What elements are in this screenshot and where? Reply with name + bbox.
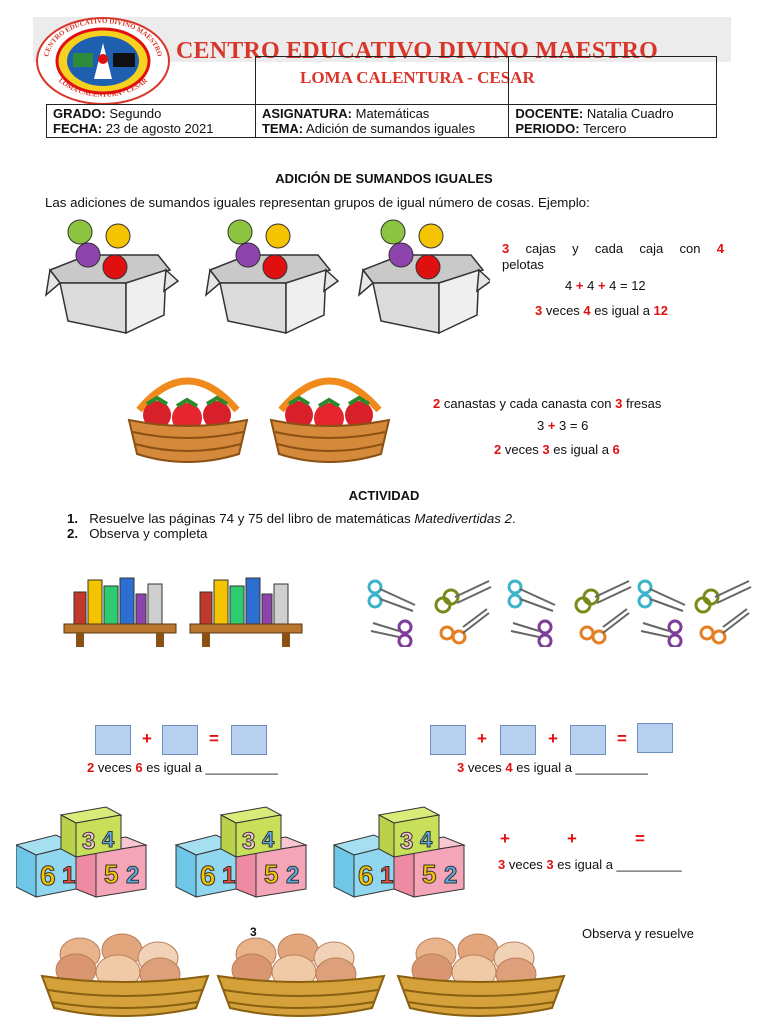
number-cubes: 6 1 5 2 3 4 bbox=[16, 806, 465, 898]
tema-field: TEMA: Adición de sumandos iguales bbox=[261, 121, 476, 136]
example1-result: 3 veces 4 es igual a 12 bbox=[535, 303, 668, 318]
plus-sign: + bbox=[548, 729, 558, 748]
number-cubes-icon bbox=[175, 806, 307, 898]
svg-text:4: 4 bbox=[102, 827, 115, 852]
bookshelf-icon bbox=[63, 577, 177, 647]
scissors-icon bbox=[694, 579, 753, 645]
number-cubes-icon: 6 1 5 2 3 4 bbox=[16, 806, 148, 898]
info-table: GRADO: Segundo FECHA: 23 de agosto 2021 … bbox=[46, 56, 717, 138]
svg-text:5: 5 bbox=[104, 859, 118, 889]
example2-equation: 3 + 3 = 6 bbox=[537, 418, 589, 433]
grado-field: GRADO: Segundo bbox=[53, 106, 162, 121]
lesson-title: ADICIÓN DE SUMANDOS IGUALES bbox=[275, 171, 493, 186]
box-with-balls-icon bbox=[44, 219, 180, 335]
plus-sign: + bbox=[500, 829, 510, 848]
example1-equation: 4 + 4 + 4 = 12 bbox=[565, 278, 646, 293]
exercise-a-sentence: 2 veces 6 es igual a __________ bbox=[87, 760, 278, 775]
example2-sentence: 2 canastas y cada canasta con 3 fresas bbox=[433, 396, 662, 411]
answer-box[interactable] bbox=[570, 725, 606, 755]
answer-box[interactable] bbox=[430, 725, 466, 755]
answer-box[interactable] bbox=[231, 725, 267, 755]
bookshelf-icon bbox=[189, 577, 303, 648]
box-with-balls-icon bbox=[205, 219, 339, 334]
svg-text:2: 2 bbox=[126, 862, 139, 889]
scissors-icon bbox=[367, 579, 416, 647]
scissors-icon bbox=[574, 579, 633, 645]
activity-title: ACTIVIDAD bbox=[348, 488, 420, 503]
svg-text:1: 1 bbox=[62, 862, 75, 889]
scissors-icon bbox=[637, 579, 687, 647]
answer-box[interactable] bbox=[500, 725, 536, 755]
activity-item-2: 2. Observa y completa bbox=[67, 526, 208, 541]
answer-box[interactable] bbox=[95, 725, 131, 755]
example1-sentence: 3 cajas y cada caja con 4 bbox=[502, 241, 724, 256]
number-cubes-icon bbox=[333, 806, 465, 898]
equals-sign: = bbox=[617, 729, 627, 748]
observe-label: Observa y resuelve bbox=[582, 926, 694, 941]
asignatura-field: ASIGNATURA: Matemáticas bbox=[261, 106, 430, 121]
answer-box[interactable] bbox=[162, 725, 198, 755]
periodo-field: PERIODO: Tercero bbox=[515, 121, 627, 136]
scissors-icon bbox=[507, 579, 557, 647]
svg-text:3: 3 bbox=[82, 828, 95, 855]
plus-sign: + bbox=[142, 729, 152, 748]
strawberry-basket-icon bbox=[127, 377, 249, 463]
lesson-intro: Las adiciones de sumandos iguales repres… bbox=[45, 195, 590, 210]
eggs-label: 3 bbox=[250, 925, 257, 939]
fecha-field: FECHA: 23 de agosto 2021 bbox=[53, 121, 214, 136]
exercise-c-sentence: 3 veces 3 es igual a _________ bbox=[498, 857, 682, 872]
answer-box[interactable] bbox=[637, 723, 673, 753]
boxes-illustration bbox=[44, 219, 490, 335]
egg-basket-icon bbox=[217, 933, 385, 1017]
equals-sign: = bbox=[635, 829, 645, 848]
egg-basket-icon bbox=[397, 933, 565, 1017]
docente-field: DOCENTE: Natalia Cuadro bbox=[515, 106, 674, 121]
egg-baskets bbox=[40, 933, 565, 1017]
example1-sentence-cont: pelotas bbox=[502, 257, 544, 272]
equals-sign: = bbox=[209, 729, 219, 748]
svg-text:6: 6 bbox=[40, 860, 56, 891]
strawberry-basket-icon bbox=[271, 381, 389, 462]
bookshelves bbox=[63, 577, 303, 648]
box-with-balls-icon bbox=[358, 219, 490, 334]
plus-sign: + bbox=[567, 829, 577, 848]
exercise-b-sentence: 3 veces 4 es igual a __________ bbox=[457, 760, 648, 775]
scissors-group bbox=[367, 579, 753, 647]
activity-item-1: 1. Resuelve las páginas 74 y 75 del libr… bbox=[67, 511, 516, 526]
scissors-icon bbox=[434, 580, 492, 645]
example2-result: 2 veces 3 es igual a 6 bbox=[494, 442, 620, 457]
plus-sign: + bbox=[477, 729, 487, 748]
egg-basket-icon bbox=[40, 933, 210, 1017]
strawberry-baskets bbox=[127, 370, 395, 470]
